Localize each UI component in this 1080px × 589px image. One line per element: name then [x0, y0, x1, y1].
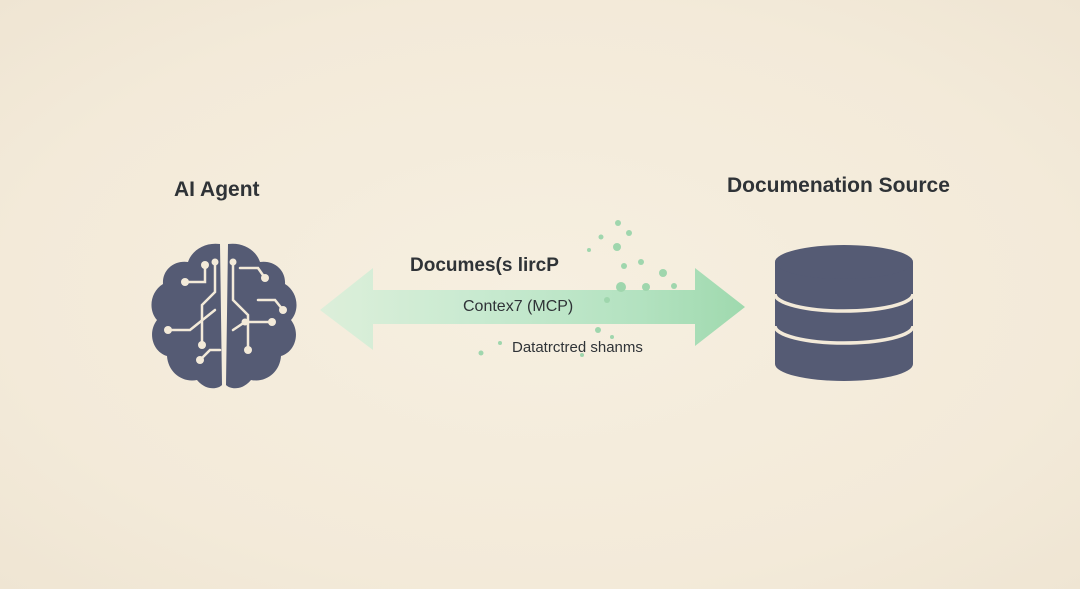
brain-circuit-icon	[151, 243, 297, 389]
source-title: Documenation Source	[727, 174, 950, 197]
database-icon	[773, 245, 915, 381]
connection-bottom-label: Datatrctred shanms	[512, 339, 643, 356]
agent-title: AI Agent	[174, 178, 260, 201]
connection-top-label: Documes(s lircP	[410, 255, 559, 276]
bidirectional-arrow	[320, 268, 745, 350]
connection-middle-label: Contex7 (MCP)	[463, 298, 574, 315]
data-particles	[478, 220, 677, 357]
